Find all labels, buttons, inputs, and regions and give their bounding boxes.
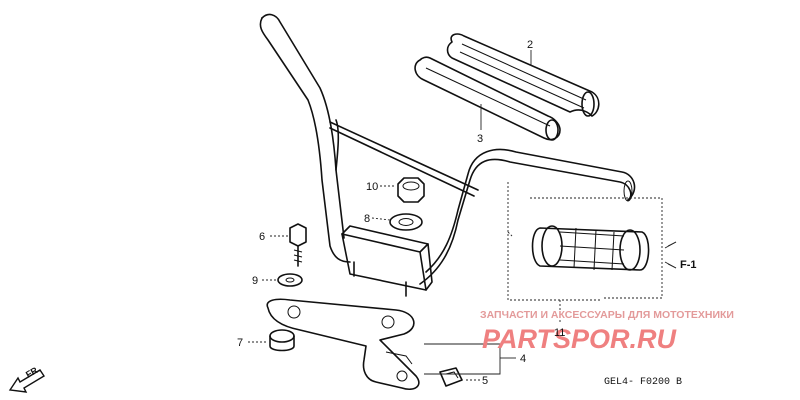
watermark-brand: PARTSPOR.RU [482,324,678,354]
watermark-tagline: ЗАПЧАСТИ И АКСЕССУАРЫ ДЛЯ МОТОТЕХНИКИ [480,309,734,321]
handlebar-clamp [341,225,433,297]
direction-label: FR. [24,364,42,380]
callout-6: 6 [259,231,265,243]
callout-4: 4 [520,353,526,365]
callout-11: 11 [554,327,565,339]
callout-9: 9 [252,275,258,287]
callout-5: 5 [482,375,488,387]
flange-nut [269,329,295,352]
grip-detail-box [507,182,677,301]
nut-and-washer [389,177,425,231]
leader-lines [248,50,561,381]
callout-8: 8 [364,213,370,225]
clip [439,367,463,387]
arrow-icon [8,369,45,393]
front-direction-indicator: FR. [8,364,45,393]
callout-7: 7 [237,337,243,349]
handlebar [259,13,636,285]
grip-cover-top [446,33,600,117]
callout-3: 3 [477,133,483,145]
callouts: 2 3 10 8 6 9 7 11 4 5 F-1 [237,39,697,387]
bolt-and-washer [277,223,307,287]
watermark: ЗАПЧАСТИ И АКСЕССУАРЫ ДЛЯ МОТОТЕХНИКИ PA… [480,309,734,354]
handlebar-lower-holder [266,298,420,391]
grip-tube [414,56,561,141]
callout-2: 2 [527,39,533,51]
callout-F1: F-1 [680,259,697,271]
callout-10: 10 [366,181,378,193]
diagram-code: GEL4- F0200 B [604,377,682,388]
